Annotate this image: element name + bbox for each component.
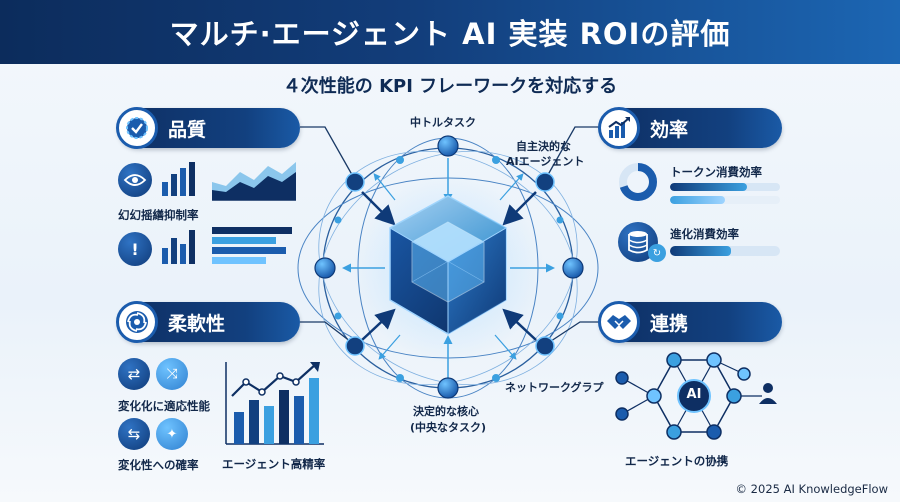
arrow	[502, 308, 537, 341]
network-node	[345, 172, 365, 192]
collaboration-network	[615, 352, 777, 440]
token-efficiency-label: トークン消費効率	[670, 165, 762, 179]
connector-line	[300, 321, 356, 346]
title-bar: マルチ·エージェント AI 実装 ROIの評価	[0, 0, 900, 64]
connector-line	[300, 126, 356, 181]
quality-pill: 品質	[116, 107, 300, 149]
swap-arrows-icon-2: ⇆	[118, 418, 150, 450]
central-cube	[389, 195, 507, 335]
network-node	[492, 374, 500, 382]
network-agent-label-2: AIエージェント	[506, 155, 585, 168]
quality-bar-chart-icon	[162, 162, 195, 196]
quality-bar-chart-icon-2	[162, 230, 195, 264]
network-agent-label-1: 自主決的な	[516, 140, 571, 153]
efficiency-pill: 効率	[598, 107, 782, 149]
network-node	[556, 312, 564, 320]
arrow	[494, 334, 517, 360]
flexibility-metric-label-1: 変化化に適応性能	[118, 399, 210, 413]
network-node	[314, 257, 336, 279]
flexibility-pill: 柔軟性	[116, 301, 300, 343]
arrow	[499, 173, 524, 201]
connector-line	[544, 321, 600, 346]
arrow	[373, 173, 396, 201]
swap-arrows-icon: ⇄	[118, 358, 150, 390]
link-icon: ✦	[156, 418, 188, 450]
shuffle-icon: ⤨	[156, 358, 188, 390]
person-icon-body	[759, 398, 777, 404]
network-core-label-2: (中央なタスク)	[410, 421, 487, 434]
badge-check-icon	[116, 107, 158, 149]
network-node	[535, 336, 555, 356]
network-top-label: 中トルタスク	[410, 116, 476, 129]
collaboration-label: 連携	[650, 312, 689, 335]
collaboration-center-node: AI	[686, 387, 702, 402]
network-node	[334, 312, 342, 320]
network-node	[535, 172, 555, 192]
network-node	[334, 216, 342, 224]
orbit-ring	[318, 150, 578, 386]
evolution-efficiency-fill	[670, 246, 731, 256]
quality-label: 品質	[168, 118, 207, 141]
flexibility-metric-label-2: 変化性への確率	[118, 458, 199, 472]
page-title: マルチ·エージェント AI 実装 ROIの評価	[169, 17, 731, 51]
network-node	[396, 156, 404, 164]
network-core-label-1: 決定的な核心	[413, 405, 479, 418]
swirl-icon	[116, 301, 158, 343]
evolution-efficiency-bar	[670, 246, 780, 256]
quality-area-chart-icon	[212, 162, 296, 201]
token-efficiency-fill-2	[670, 196, 725, 204]
collaboration-pill: 連携	[598, 301, 782, 343]
network-node	[556, 216, 564, 224]
orbit-ring	[318, 150, 578, 386]
token-efficiency-fill	[670, 183, 747, 191]
database-icon	[618, 222, 658, 262]
arrow	[502, 191, 537, 226]
handshake-icon	[598, 301, 640, 343]
connector-line	[544, 126, 600, 181]
token-efficiency-bar-2	[670, 196, 780, 204]
network-node	[437, 135, 459, 157]
flexibility-chart-label: エージェント高精率	[222, 457, 326, 471]
quality-metric-label: 幻幻摇繕抑制率	[118, 208, 199, 222]
network-graph-label: ネットワークグラプ	[505, 381, 604, 394]
network-node	[562, 257, 584, 279]
network-node	[396, 374, 404, 382]
token-efficiency-bar	[670, 183, 780, 191]
collaboration-caption: エージェントの协携	[625, 454, 729, 468]
evolution-efficiency-label: 進化消費効率	[670, 227, 739, 241]
quality-hbar-chart-icon	[212, 227, 292, 264]
chart-up-icon	[598, 107, 640, 149]
alert-icon: !	[118, 232, 152, 266]
efficiency-label: 効率	[650, 118, 689, 141]
refresh-icon: ↻	[648, 244, 666, 262]
flexibility-label: 柔軟性	[168, 312, 226, 335]
person-icon	[763, 383, 773, 393]
eye-icon	[118, 163, 152, 197]
subtitle: ４次性能の KPI フレーワークを対応する	[282, 76, 618, 97]
network-node	[492, 156, 500, 164]
arrow	[361, 308, 396, 341]
copyright: © 2025 AI KnowledgeFlow	[735, 482, 888, 496]
arrow	[378, 334, 401, 360]
network-node	[345, 336, 365, 356]
flexibility-growth-chart	[225, 362, 324, 445]
token-donut-chart	[619, 163, 657, 201]
network-node	[437, 377, 459, 399]
arrow	[361, 191, 396, 226]
